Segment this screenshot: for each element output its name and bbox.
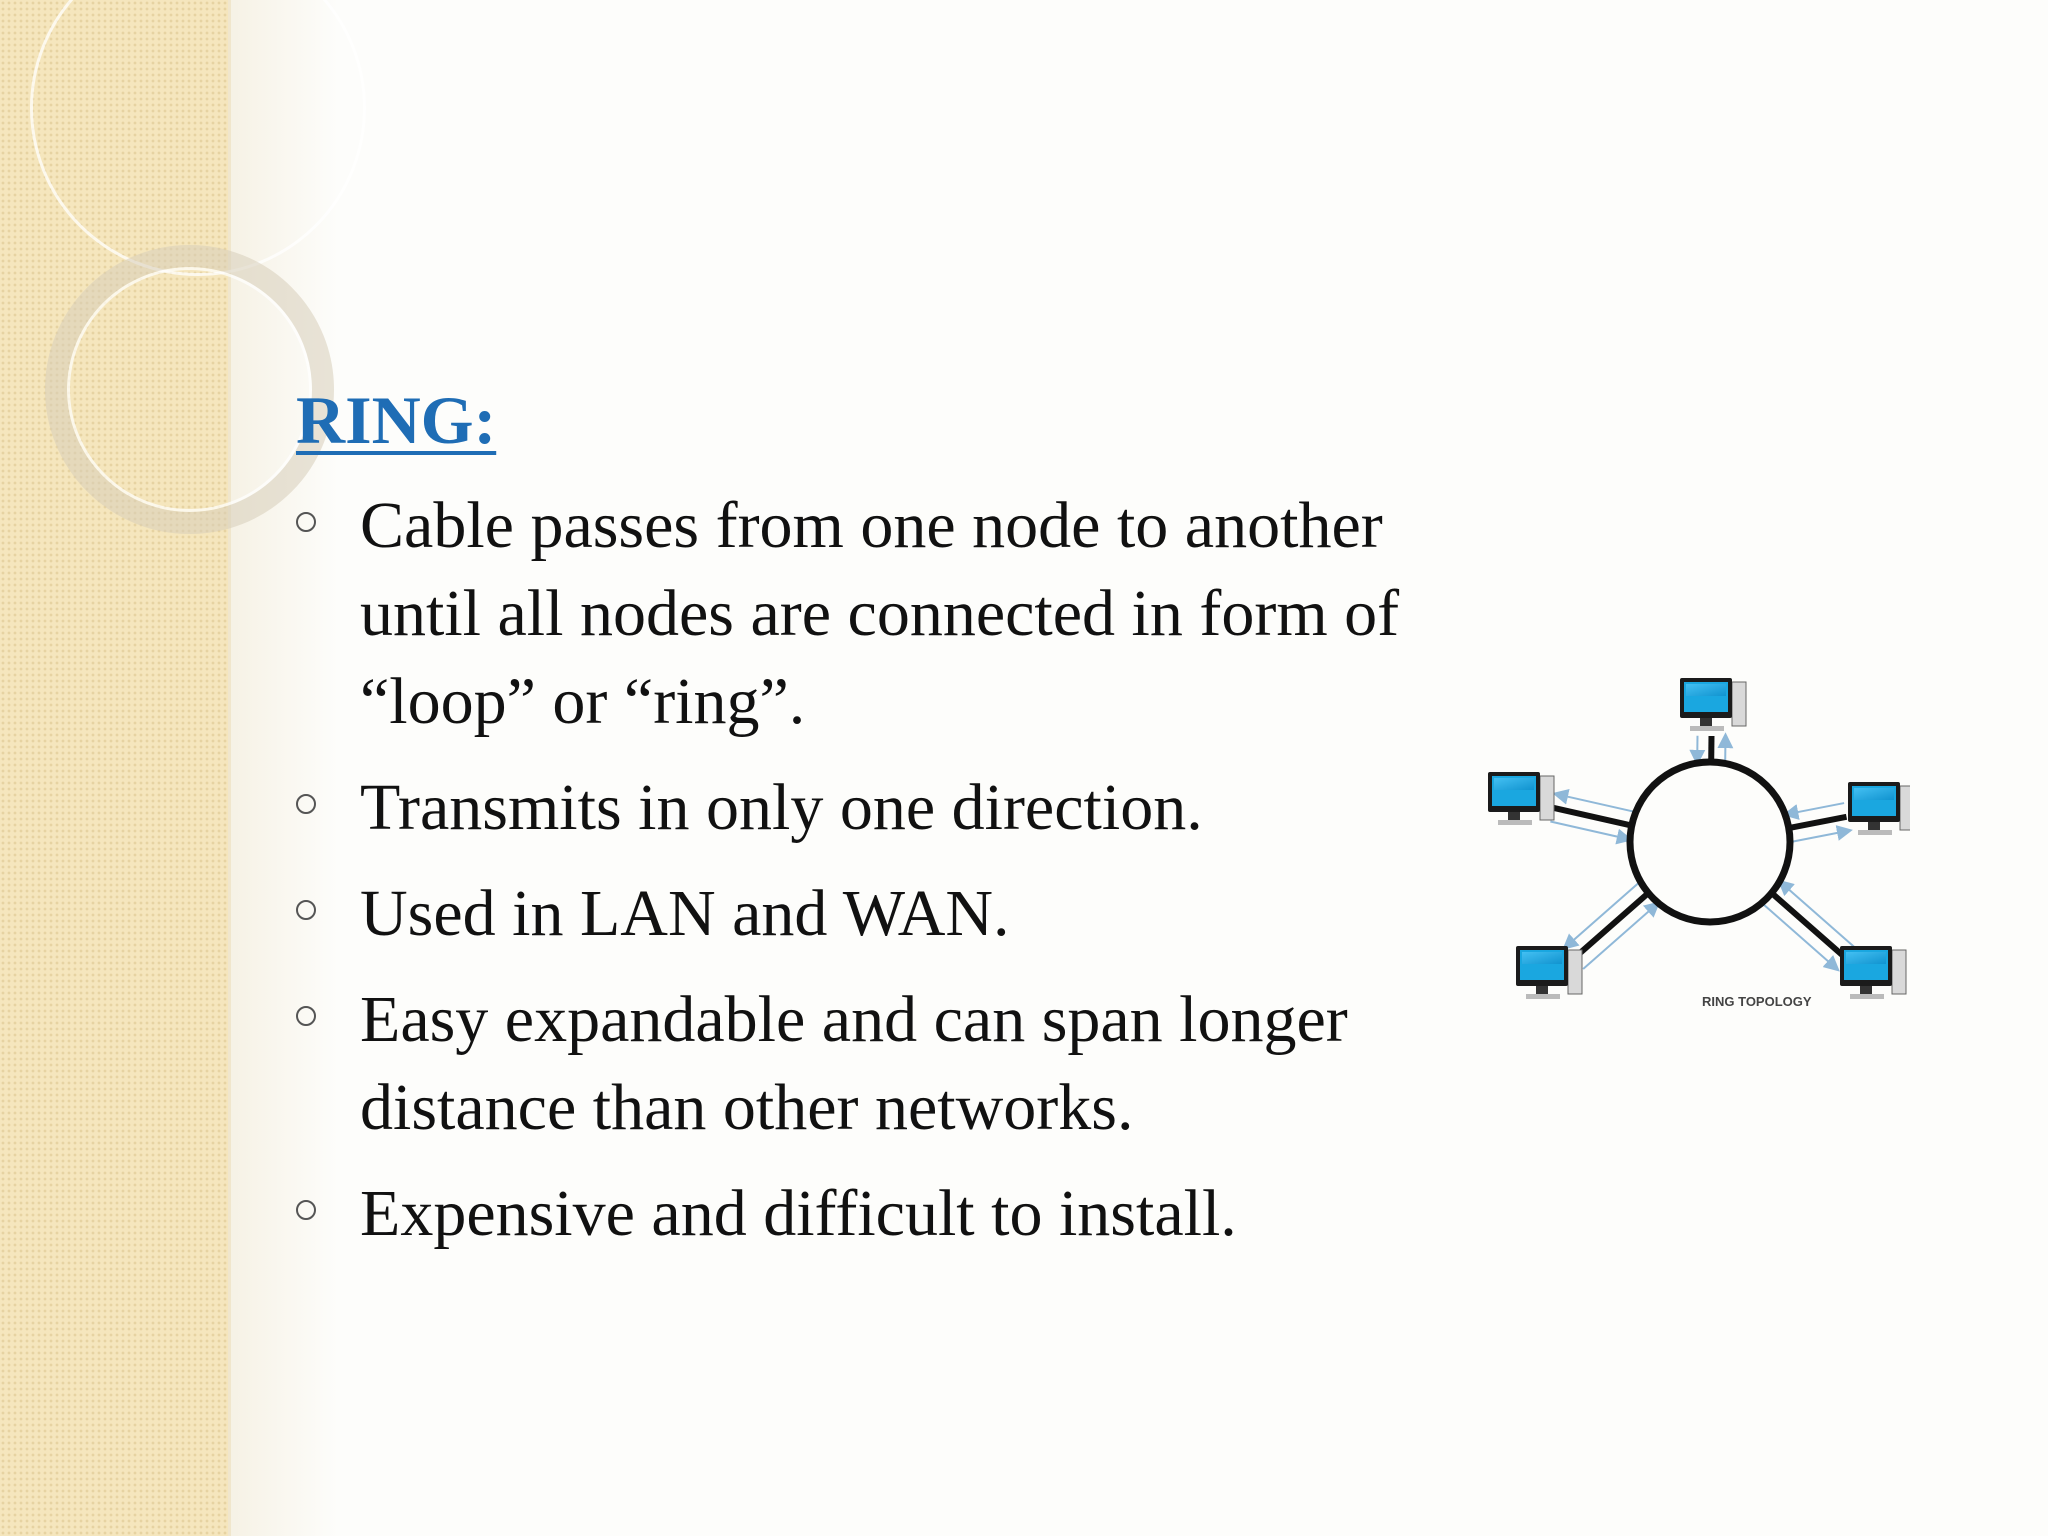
direction-arrow <box>1777 879 1856 949</box>
monitor-stand <box>1508 812 1520 820</box>
bullet-item: Expensive and difficult to install. <box>296 1170 1476 1258</box>
computer-node-icon <box>1488 772 1555 825</box>
monitor-base <box>1850 994 1884 999</box>
bullet-item: Transmits in only one direction. <box>296 764 1476 852</box>
computer-tower <box>1899 785 1915 831</box>
bullet-circle-icon <box>296 794 316 814</box>
computer-tower <box>1731 681 1747 727</box>
ring-link-line <box>1552 804 1633 829</box>
monitor-stand <box>1700 718 1712 726</box>
computer-node-icon <box>1840 946 1907 999</box>
computer-tower <box>1891 949 1907 995</box>
direction-arrow <box>1791 825 1853 843</box>
slide-content: RING: Cable passes from one node to anot… <box>296 372 1476 1276</box>
screen-glare <box>1846 952 1886 964</box>
screen-glare <box>1854 788 1894 800</box>
bullet-circle-icon <box>296 1200 316 1220</box>
screen-glare <box>1522 952 1562 964</box>
bullet-item: Easy expandable and can span longer dist… <box>296 976 1476 1152</box>
bullet-circle-icon <box>296 512 316 532</box>
monitor-stand <box>1536 986 1548 994</box>
bullet-item: Used in LAN and WAN. <box>296 870 1476 958</box>
ring-circle <box>1626 758 1794 926</box>
computer-tower <box>1539 775 1555 821</box>
bullet-text: Expensive and difficult to install. <box>360 1177 1237 1250</box>
direction-arrow <box>1552 788 1635 813</box>
monitor-base <box>1498 820 1532 825</box>
slide-heading: RING: <box>296 382 497 458</box>
bullet-circle-icon <box>296 900 316 920</box>
decorative-circle-bottom <box>45 245 334 534</box>
bullet-text: Easy expandable and can span longer dist… <box>360 983 1348 1144</box>
bullet-list: Cable passes from one node to another un… <box>296 482 1476 1258</box>
screen-glare <box>1686 684 1726 696</box>
bullet-item: Cable passes from one node to another un… <box>296 482 1476 746</box>
bullet-circle-icon <box>296 1006 316 1026</box>
bullet-text: Used in LAN and WAN. <box>360 877 1010 950</box>
direction-arrow <box>1782 802 1845 820</box>
computer-tower <box>1567 949 1583 995</box>
monitor-stand <box>1860 986 1872 994</box>
monitor-base <box>1858 830 1892 835</box>
ring-topology-diagram: RING TOPOLOGY <box>1470 670 1915 1030</box>
screen-glare <box>1494 778 1534 790</box>
bullet-text: Cable passes from one node to another un… <box>360 489 1400 738</box>
diagram-caption: RING TOPOLOGY <box>1702 994 1812 1009</box>
monitor-base <box>1526 994 1560 999</box>
direction-arrow <box>1550 820 1633 845</box>
ring-topology-svg: RING TOPOLOGY <box>1488 678 1915 1009</box>
computer-node-icon <box>1680 678 1747 731</box>
computer-node-icon <box>1848 782 1915 835</box>
direction-arrow <box>1762 903 1840 972</box>
direction-arrow <box>1582 901 1661 970</box>
direction-arrow <box>1562 881 1641 951</box>
ring-link-line <box>1788 813 1848 832</box>
ring-link-line <box>1769 890 1848 961</box>
ring-link-line <box>1572 890 1651 961</box>
bullet-text: Transmits in only one direction. <box>360 771 1203 844</box>
monitor-stand <box>1868 822 1880 830</box>
monitor-base <box>1690 726 1724 731</box>
computer-node-icon <box>1516 946 1583 999</box>
